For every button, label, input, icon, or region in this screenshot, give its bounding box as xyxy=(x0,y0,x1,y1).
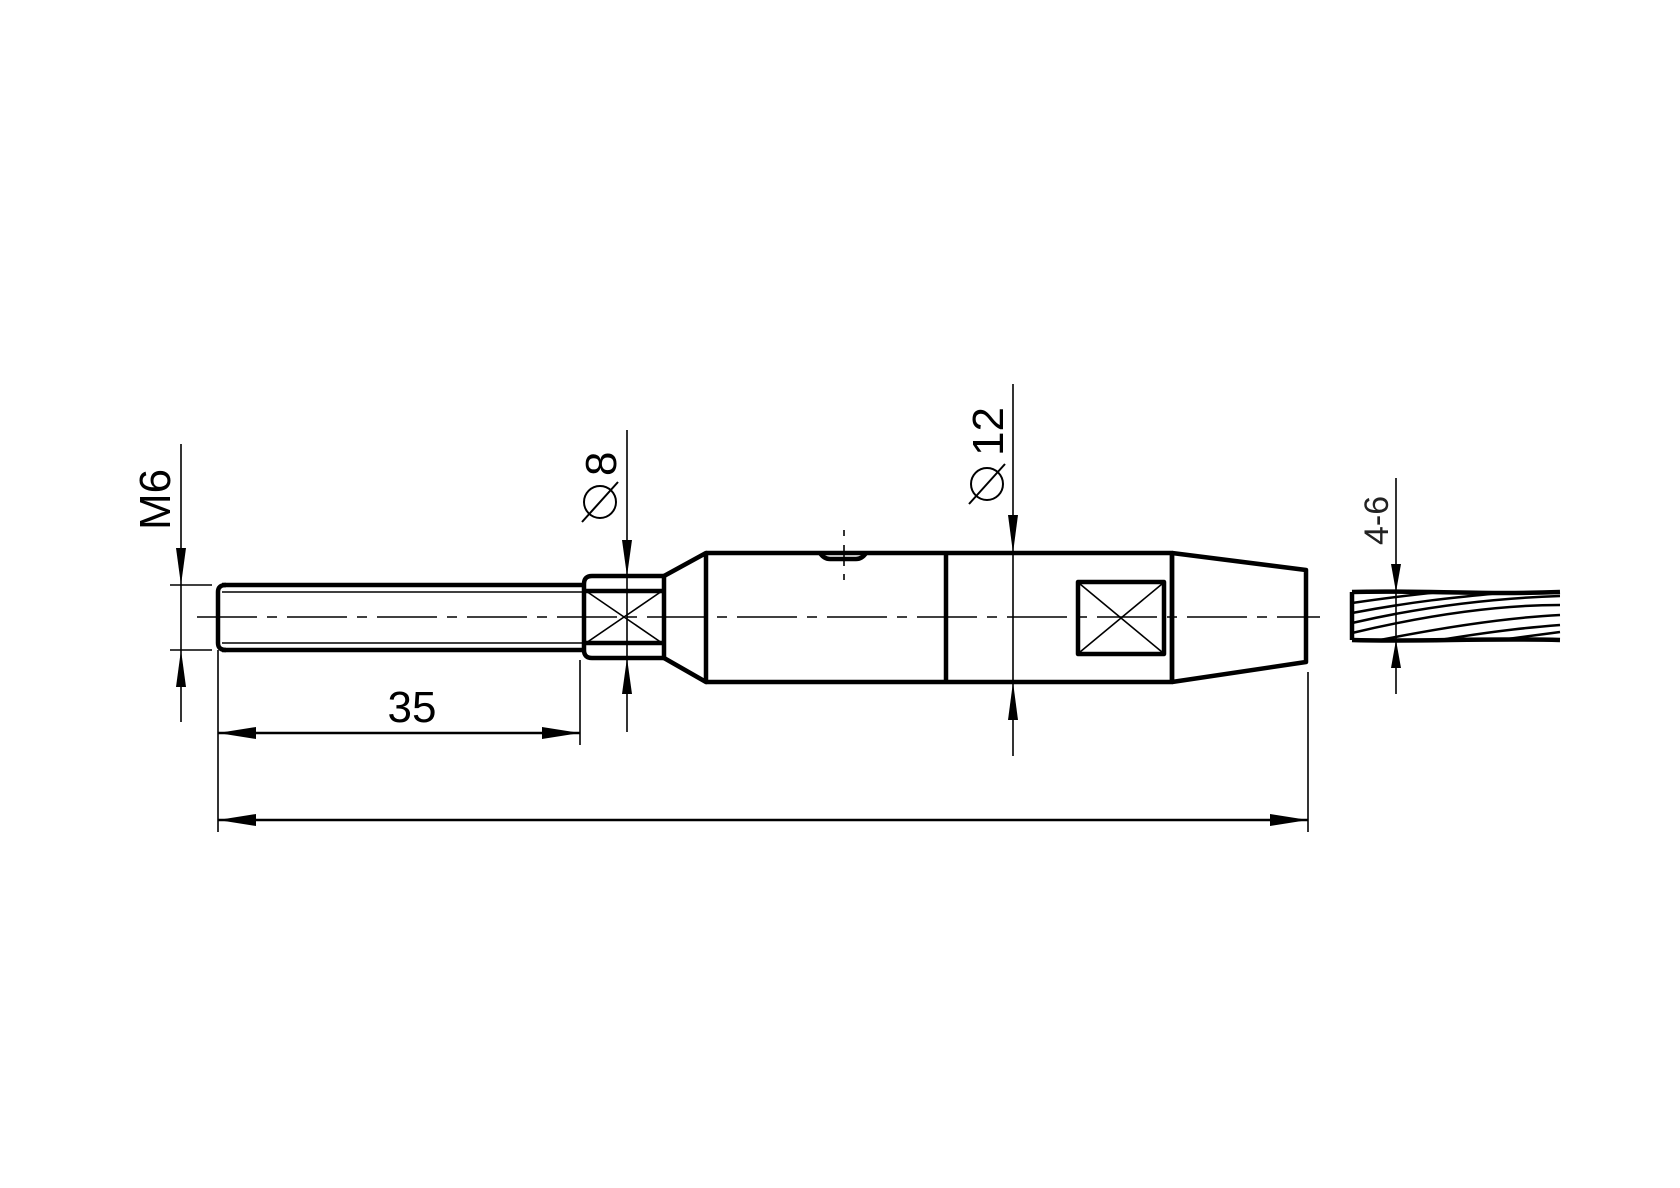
wire-rope xyxy=(1349,589,1561,643)
collar-hex xyxy=(581,573,667,661)
collar-diameter-label: 8 xyxy=(577,452,626,476)
thread-length-label: 35 xyxy=(388,683,437,732)
dimension-thread-length: 35 xyxy=(217,650,581,750)
thread-size-label: M6 xyxy=(131,469,180,530)
dimension-body-diameter: 12 xyxy=(964,384,1018,756)
main-body xyxy=(706,530,1175,685)
tapered-swage-end xyxy=(1169,550,1309,685)
dimension-collar-diameter: 8 xyxy=(577,430,632,732)
dimension-overall-length xyxy=(217,672,1309,832)
body-diameter-label: 12 xyxy=(964,407,1013,456)
wire-diameter-label: 4-6 xyxy=(1358,496,1396,545)
dimension-thread-m6: M6 xyxy=(131,444,212,722)
conical-transition xyxy=(662,550,709,685)
dimension-wire-diameter: 4-6 xyxy=(1358,478,1401,694)
threaded-stud xyxy=(215,582,582,653)
